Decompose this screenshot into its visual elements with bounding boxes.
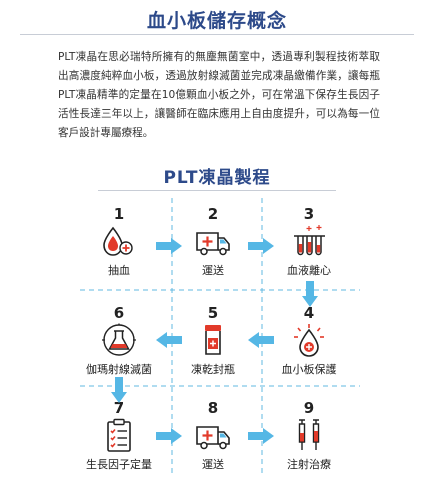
step-number: 3 <box>303 205 315 223</box>
step-9: 9 注射治療 <box>274 400 344 472</box>
step-number: 6 <box>113 304 125 322</box>
step-label: 運送 <box>202 264 224 277</box>
blood-drop-icon <box>103 226 133 256</box>
step-number: 4 <box>303 304 315 322</box>
ambulance-icon <box>196 426 230 450</box>
arrow-down-icon <box>302 281 318 307</box>
step-number: 2 <box>207 205 219 223</box>
step-number: 5 <box>207 304 219 322</box>
step-label: 運送 <box>202 458 224 471</box>
arrow-right-icon <box>248 238 274 254</box>
step-8: 8 運送 <box>178 400 248 472</box>
step-label: 生長因子定量 <box>86 458 152 471</box>
ambulance-icon <box>196 232 230 256</box>
step-number: 1 <box>113 205 125 223</box>
sealed-vial-icon <box>205 325 221 355</box>
arrow-right-icon <box>156 238 182 254</box>
intro-paragraph: PLT凍晶在思必瑞特所擁有的無塵無菌室中，透過專利製程技術萃取出高濃度純粹血小板… <box>58 51 380 139</box>
step-3: 3 血液離心 <box>274 206 344 278</box>
protection-drop-icon <box>294 324 324 357</box>
step-number: 9 <box>303 399 315 417</box>
arrow-left-icon <box>248 332 274 348</box>
step-4: 4 血小板保護 <box>274 305 344 377</box>
arrow-right-icon <box>156 428 182 444</box>
arrow-down-icon <box>111 377 127 403</box>
arrow-right-icon <box>248 428 274 444</box>
step-label: 注射治療 <box>287 458 331 471</box>
step-label: 血液離心 <box>287 264 331 277</box>
test-tubes-icon <box>294 225 325 256</box>
step-1: 1 抽血 <box>84 206 154 278</box>
step-label: 伽瑪射線滅菌 <box>86 363 152 376</box>
arrow-left-icon <box>156 332 182 348</box>
syringes-icon <box>298 419 320 450</box>
step-5: 5 凍乾封瓶 <box>178 305 248 377</box>
step-label: 血小板保護 <box>281 363 337 376</box>
flask-radiation-icon <box>102 323 136 356</box>
step-number: 7 <box>113 399 125 417</box>
page-title: 血小板儲存概念 <box>146 10 287 32</box>
step-2: 2 運送 <box>178 206 248 278</box>
process-divider <box>98 190 336 191</box>
clipboard-checklist-icon <box>107 418 131 452</box>
title-divider <box>20 34 414 35</box>
step-number: 8 <box>207 399 219 417</box>
step-label: 抽血 <box>108 264 130 277</box>
process-title: PLT凍晶製程 <box>163 168 271 188</box>
step-7: 7 生長因子定量 <box>84 400 154 472</box>
step-label: 凍乾封瓶 <box>191 363 235 376</box>
step-6: 6 伽瑪射線滅菌 <box>84 305 154 377</box>
